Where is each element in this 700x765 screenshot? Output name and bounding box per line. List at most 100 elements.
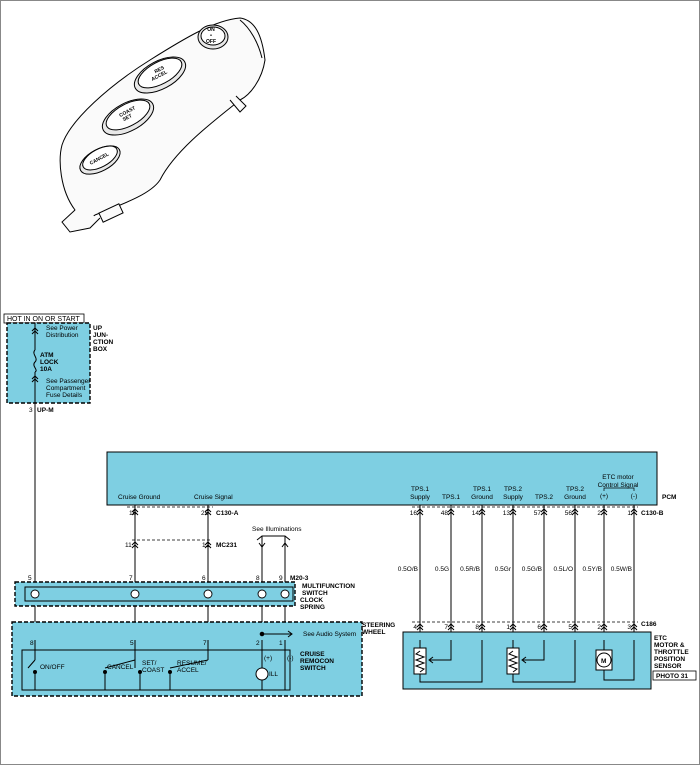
sw-resume-label-2: ACCEL [177,667,199,674]
sw-onoff-label: ON/OFF [40,664,65,671]
fuse-label-3: 10A [40,366,52,373]
remocon-inner [21,649,291,691]
coast-button-text-2: SET [122,113,133,123]
sw-set-label-2: COAST [142,667,164,674]
fuse-label-1: ATM [40,352,54,359]
etc-name-1: ETC [654,635,667,642]
c186-pin-3: 8 [475,624,479,631]
etc-wire-arrow-top-5 [540,508,548,516]
cs-pin-9: 9 [279,575,283,582]
etc-wire-arrow-top-4 [509,508,517,516]
etc-name-5: SENSOR [654,663,682,670]
etc-wire-arrow-bottom-3 [478,623,486,631]
c130b-pin-57: 57 [534,510,542,517]
multifunction-label-2: SWITCH [302,590,328,597]
etc-wire-bundle [416,505,638,640]
c186-pin-6: 5 [568,624,572,631]
cs-pin-6: 6 [202,575,206,582]
wire-color-4: 0.5Gr [495,566,512,573]
note-power-1: See Power [46,325,79,332]
steering-wheel-box [11,621,363,697]
c130b-pin-48: 48 [441,510,449,517]
wire-color-3: 0.5R/B [460,566,480,573]
onoff-button-text-3: OFF [206,39,216,45]
sw-pin-5: 5 [130,640,134,647]
c130b-connector: C130-B [641,510,664,517]
etc-wire-arrow-bottom-7 [600,623,608,631]
cs-pin-8: 8 [256,575,260,582]
note-fuse-2: Compartment [46,385,86,392]
up-junction-name-4: BOX [93,346,108,353]
etc-wire-arrow-top-3 [478,508,486,516]
audio-note: See Audio System [303,631,356,638]
sw-pin-2: 2 [256,640,260,647]
sw-pin-1: 1 [279,640,283,647]
pcm-sig-cruise-ground: Cruise Ground [118,494,161,501]
up-junction-name-1: UP [93,325,103,332]
sig-etc-plus: (+) [600,493,608,500]
onoff-button-text-2: • [210,33,212,39]
pcm-label: PCM [662,494,676,501]
wire-color-6: 0.5L/O [553,566,573,573]
etc-name-3: THROTTLE [654,649,689,656]
multifunction-label-1: MULTIFUNCTION [302,583,355,590]
clock-spring-label-2: SPRING [300,604,325,611]
etc-wire-arrow-bottom-4 [509,623,517,631]
steering-wheel-label-1: STEERING [362,622,395,629]
c130b-pin-13: 13 [503,510,511,517]
etc-wire-arrow-bottom-2 [447,623,455,631]
c130b-pin-16: 16 [410,510,418,517]
mc231-pin-12: 12 [202,542,210,549]
motor-label: M [601,658,606,665]
up-junction-name-3: CTION [93,339,114,346]
etc-wire-arrow-top-1 [416,508,424,516]
note-power-2: Distribution [46,332,79,339]
sig-etc-2: Control Signal [598,482,639,489]
ill-label: ILL [269,671,278,678]
clock-spring-inner [24,586,294,602]
sig-tps2-supply-1: TPS.2 [504,486,522,493]
etc-wire-labels: 160.5O/B4480.5G7140.5R/B8130.5Gr1570.5G/… [398,510,632,631]
wire-color-1: 0.5O/B [398,566,418,573]
sig-etc-1: ETC motor [602,474,634,481]
onoff-button-text-1: ON [207,27,215,33]
header-label: HOT IN ON OR START [7,316,80,323]
etc-name-4: POSITION [654,656,685,663]
sig-tps1-ground-2: Ground [471,494,493,501]
cruise-wires [131,505,212,640]
sig-tps2-ground-2: Ground [564,494,586,501]
remocon-label-2: REMOCON [300,658,334,665]
etc-wire-arrow-top-7 [600,508,608,516]
sig-tps1: TPS.1 [442,494,460,501]
mc231-label: MC231 [216,542,237,549]
c186-pin-7: 2 [597,624,601,631]
res-button-text-1: RES [154,65,166,75]
mc231-pin-11: 11 [125,542,132,549]
c186-pin-8: 3 [627,624,631,631]
etc-wire-arrow-bottom-1 [416,623,424,631]
up-junction-wiring [31,323,39,403]
clock-spring-box [14,581,296,607]
c186-pin-5: 6 [537,624,541,631]
sig-tps1-supply-2: Supply [410,494,431,501]
remocon-label-3: SWITCH [300,665,326,672]
remocon-switches [27,659,269,690]
etc-wire-arrow-bottom-5 [540,623,548,631]
note-fuse-3: Fuse Details [46,392,83,399]
clock-spring-connector: M20-3 [290,575,309,582]
etc-name-2: MOTOR & [654,642,685,649]
remocon-label-1: CRUISE [300,651,325,658]
c130b-pin-1: 1 [627,510,631,517]
wire-color-2: 0.5G [435,566,449,573]
etc-wire-arrow-bottom-8 [630,623,638,631]
c130a-connector: C130-A [216,510,239,517]
pcm-sig-cruise-signal: Cruise Signal [194,494,233,501]
c186-pin-4: 1 [506,624,510,631]
sig-tps2-supply-2: Supply [503,494,524,501]
sig-tps2: TPS.2 [535,494,553,501]
etc-wire-arrow-top-6 [571,508,579,516]
c186-pin-1: 4 [413,624,417,631]
steering-switch-illustration [59,17,266,233]
etc-wire-arrow-top-8 [630,508,638,516]
fuse-label-2: LOCK [40,359,59,366]
